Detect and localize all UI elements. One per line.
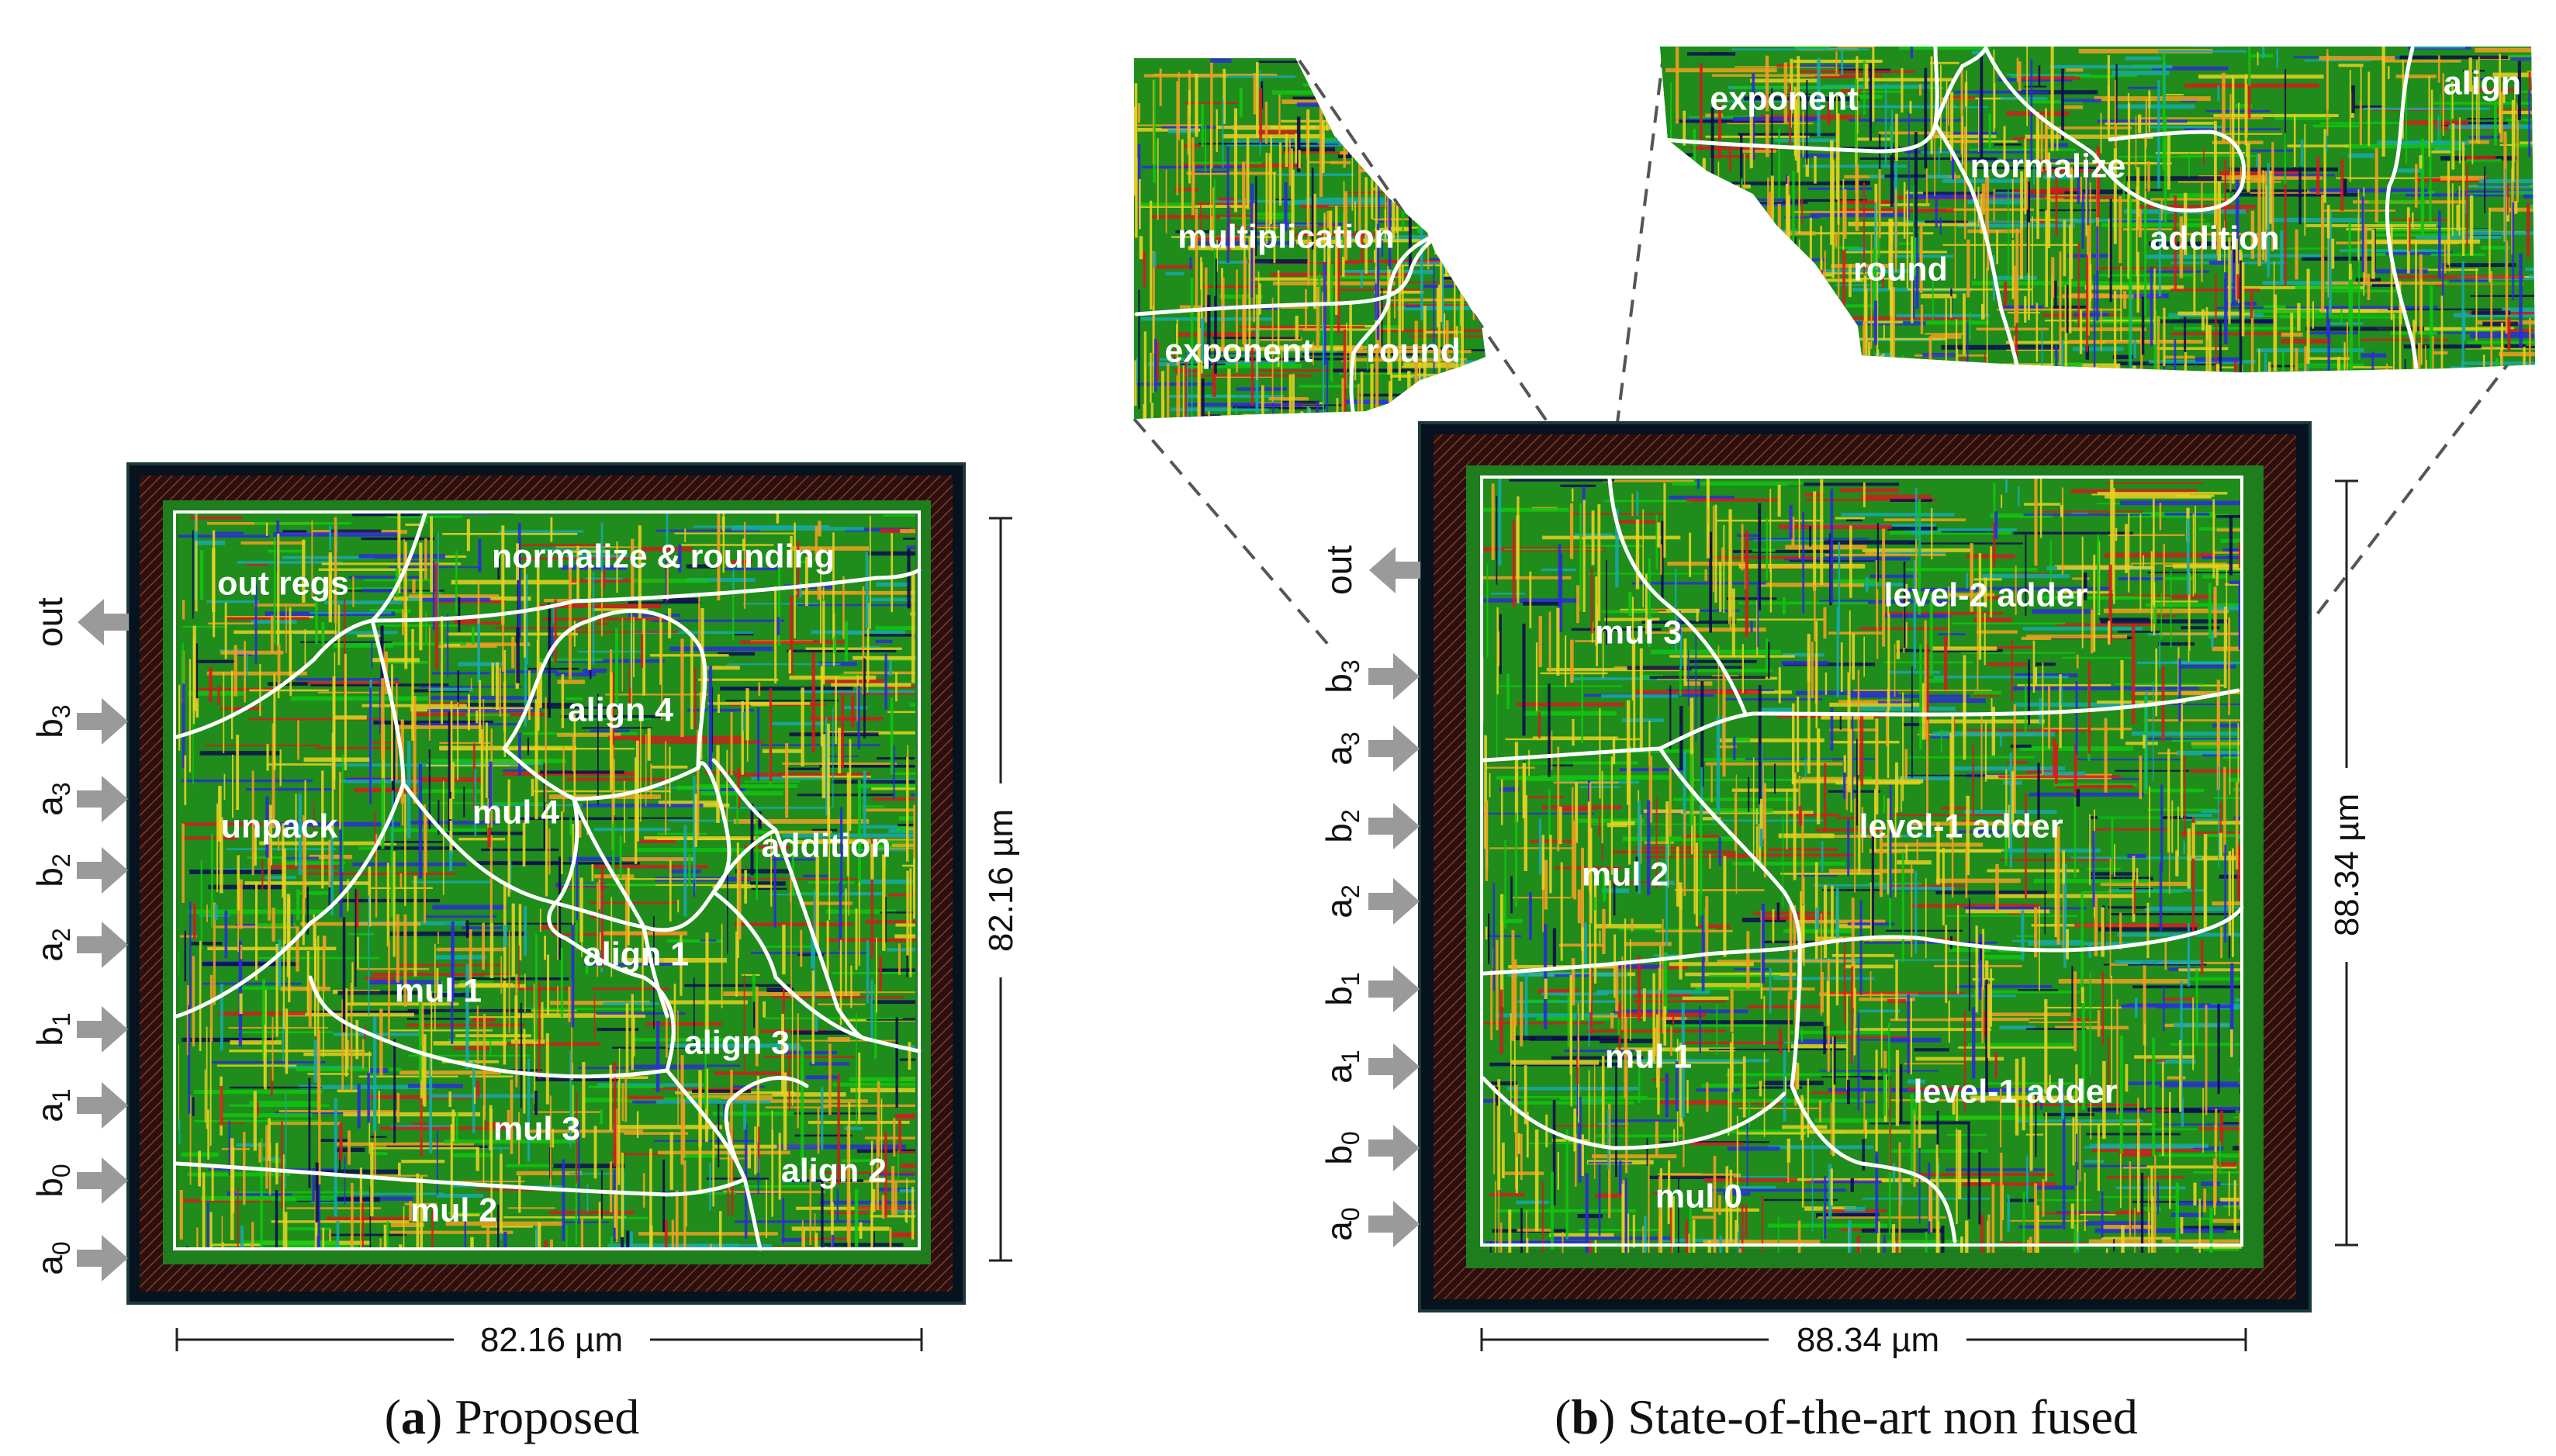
pin-a-label-b0: b0 — [29, 1164, 75, 1197]
pin-b-arrow-b2 — [1368, 803, 1420, 849]
zoom-left-multiplication: multiplication — [1178, 218, 1395, 255]
caption-b: (b) State-of-the-art non fused — [1555, 1389, 2138, 1444]
zoom-left-exponent: exponent — [1164, 332, 1313, 369]
dimension-a-width: 82.16 µm — [175, 1321, 923, 1359]
pin-b-label-out: out — [1319, 545, 1359, 595]
pin-a-label-a3: a3 — [29, 782, 75, 815]
pin-b-arrow-b3 — [1368, 653, 1420, 700]
zoom-right-normalize: normalize — [1970, 147, 2126, 185]
region-align-3: align 3 — [684, 1024, 790, 1061]
region-b-level-1-adder-top: level-1 adder — [1859, 808, 2063, 845]
region-unpack: unpack — [221, 808, 338, 845]
pin-b-arrow-a1 — [1368, 1043, 1420, 1090]
layout-b-regions: mul 3 level-2 adder mul 2 level-1 adder … — [1582, 576, 2118, 1215]
region-b-level-1-adder-bottom: level-1 adder — [1914, 1073, 2118, 1110]
pin-b-arrow-a0 — [1368, 1201, 1420, 1247]
region-b-level-2-adder: level-2 adder — [1884, 576, 2088, 614]
pin-b-arrow-b1 — [1368, 966, 1420, 1012]
pin-a-label-out: out — [29, 597, 70, 647]
pin-a-label-a0: a0 — [29, 1241, 75, 1274]
layout-a: out regs normalize & rounding align 4 un… — [29, 462, 1020, 1444]
region-mul-3: mul 3 — [493, 1110, 580, 1147]
region-addition: addition — [761, 827, 891, 864]
caption-a: (a) Proposed — [385, 1389, 640, 1444]
caption-a-text: Proposed — [455, 1389, 639, 1444]
pin-a-label-a1: a1 — [29, 1088, 75, 1122]
pin-a-arrow-a3 — [77, 776, 128, 822]
pin-b-label-a2: a2 — [1319, 884, 1364, 918]
layout-b-boundaries — [1481, 476, 2244, 1243]
pin-a-arrow-a1 — [77, 1082, 128, 1129]
dimension-b-width: 88.34 µm — [1480, 1321, 2247, 1359]
zoom-left-boundaries — [1134, 230, 1445, 417]
caption-b-text: State-of-the-art non fused — [1627, 1389, 2138, 1444]
layout-a-boundaries — [175, 511, 922, 1251]
pin-b-label-a0: a0 — [1319, 1207, 1364, 1240]
pin-a-label-b3: b3 — [29, 704, 75, 738]
pin-b-arrow-b0 — [1368, 1125, 1420, 1171]
region-b-mul-2: mul 2 — [1582, 856, 1669, 893]
pin-b-arrow-a2 — [1368, 878, 1420, 925]
pin-b-label-b3: b3 — [1319, 659, 1364, 693]
pin-b-label-b2: b2 — [1319, 809, 1364, 842]
region-normalize-rounding: normalize & rounding — [492, 538, 835, 575]
zoom-right-round: round — [1853, 251, 1948, 288]
zoom-right-boundaries — [1662, 47, 2419, 371]
zoom-right-exponent: exponent — [1710, 80, 1858, 117]
pin-b-label-b0: b0 — [1319, 1131, 1364, 1164]
pin-a-arrow-a2 — [77, 922, 128, 968]
pin-a-arrow-b2 — [77, 847, 128, 894]
pin-b-arrow-a3 — [1368, 725, 1420, 772]
pin-a-arrow-b0 — [77, 1157, 128, 1204]
region-align-1: align 1 — [583, 936, 689, 973]
dimension-b-width-label: 88.34 µm — [1797, 1321, 1939, 1359]
region-out-regs: out regs — [217, 565, 349, 602]
layout-b: mul 3 level-2 adder mul 2 level-1 adder … — [1133, 50, 2533, 1444]
dimension-a-height: 82.16 µm — [982, 517, 1020, 1262]
die-b-core-outline — [1480, 476, 2243, 1247]
pin-a-label-b1: b1 — [29, 1012, 75, 1046]
pin-a-arrow-a0 — [77, 1235, 128, 1281]
pin-b-label-b1: b1 — [1319, 972, 1364, 1005]
region-b-mul-0: mul 0 — [1655, 1178, 1742, 1215]
pin-a-label-a2: a2 — [29, 928, 75, 961]
die-a-core-outline — [173, 510, 921, 1250]
dimension-b-height-label: 88.34 µm — [2328, 794, 2366, 936]
pin-b-label-a1: a1 — [1319, 1050, 1364, 1083]
dimension-b-height: 88.34 µm — [2328, 479, 2366, 1247]
pin-a-arrow-b1 — [77, 1006, 128, 1053]
zoom-left-round: round — [1366, 332, 1461, 369]
pin-b-arrow-out — [1369, 547, 1420, 593]
pins-b: out b3 a3 b2 a2 b1 a1 b0 a0 — [1319, 545, 1420, 1247]
die-b-texture — [1482, 477, 2242, 1253]
region-align-2: align 2 — [781, 1152, 887, 1189]
zoom-connectors — [1133, 50, 2533, 669]
region-mul-1: mul 1 — [395, 972, 482, 1009]
dimension-a-width-label: 82.16 µm — [480, 1321, 623, 1359]
pins-a: out b3 a3 b2 a2 b1 a1 b0 a0 — [29, 597, 129, 1281]
region-mul-2: mul 2 — [410, 1191, 497, 1229]
pin-a-arrow-b3 — [77, 698, 128, 745]
dimension-a-height-label: 82.16 µm — [982, 809, 1020, 952]
zoom-right-align: align — [2444, 64, 2521, 102]
pin-a-arrow-out — [78, 599, 129, 645]
pin-b-label-a3: a3 — [1319, 731, 1364, 765]
caption-a-letter: a — [401, 1389, 426, 1444]
region-mul-4: mul 4 — [472, 794, 559, 831]
region-b-mul-1: mul 1 — [1605, 1038, 1692, 1075]
region-align-4: align 4 — [568, 691, 673, 728]
caption-b-letter: b — [1571, 1389, 1599, 1444]
pin-a-label-b2: b2 — [29, 853, 75, 887]
region-b-mul-3: mul 3 — [1595, 614, 1682, 651]
layout-a-regions: out regs normalize & rounding align 4 un… — [217, 538, 891, 1229]
zoom-right-addition: addition — [2150, 220, 2279, 257]
